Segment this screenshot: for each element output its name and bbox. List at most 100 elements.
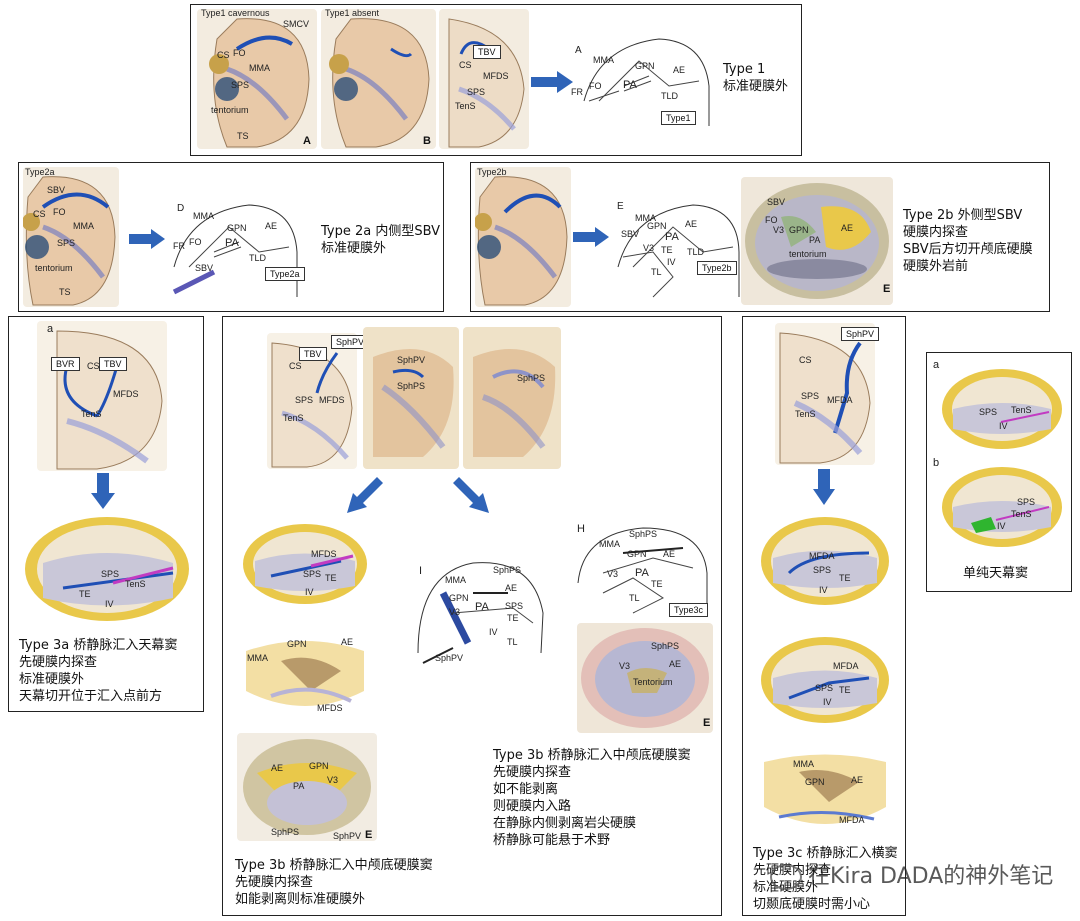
flow-arrow — [573, 227, 609, 247]
pa-label: PA — [665, 231, 679, 243]
cs-label: CS — [459, 60, 472, 70]
iv-label: IV — [997, 521, 1006, 531]
type3a-surgical-view — [23, 513, 191, 623]
flow-arrow — [129, 229, 165, 249]
figure-letter: a — [933, 359, 940, 371]
fig-title: Type2b — [477, 167, 507, 177]
ae-label: AE — [505, 583, 518, 593]
caption-line: Type 2b 外侧型SBV — [903, 208, 1023, 223]
fig-title: Type1 cavernous — [201, 8, 270, 18]
type1-absent-illustration — [321, 9, 436, 149]
ts-label: TS — [237, 131, 249, 141]
surgical-view-illustration — [942, 467, 1062, 547]
tld-label: TLD — [661, 91, 679, 101]
surgical-view-illustration — [246, 641, 364, 706]
gpn-label: GPN — [309, 761, 329, 771]
fo-label: FO — [189, 237, 202, 247]
type-tag: Type2b — [697, 261, 737, 275]
type3b-panel: TBV SphPV CS SPS MFDS TenS SphPV SphPS S… — [222, 316, 722, 916]
sphps-label: SphPS — [493, 565, 522, 575]
figure-letter: a — [47, 323, 54, 335]
simple-caption: 单纯天幕窦 — [963, 566, 1029, 581]
sphps-label: SphPS — [651, 641, 680, 651]
cs-label: CS — [217, 50, 230, 60]
type3b-caption-left: Type 3b 桥静脉汇入中颅底硬膜窦 先硬膜内探查 如能剥离则标准硬膜外 — [235, 857, 433, 908]
surgical-view-illustration — [761, 637, 889, 723]
simple-view-b — [941, 465, 1063, 549]
surgical-view-illustration — [243, 524, 367, 604]
sps-label: SPS — [1017, 497, 1036, 507]
sbv-label: SBV — [47, 185, 66, 195]
iv-label: IV — [305, 587, 314, 597]
figure-letter: E — [883, 283, 891, 295]
mma-label: MMA — [635, 213, 656, 223]
type1-caption: Type 1 标准硬膜外 — [723, 61, 788, 95]
sps-label: SPS — [231, 80, 250, 90]
skull-base-illustration — [439, 9, 529, 149]
figure-letter: A — [303, 135, 311, 147]
caption-line: Type 2a 内侧型SBV — [321, 224, 441, 239]
flow-arrow-down — [91, 473, 115, 509]
tens-label: TenS — [1011, 405, 1032, 415]
surgical-view-illustration — [761, 517, 889, 605]
sphpv-label: SphPV — [397, 355, 426, 365]
type3b-view-2 — [241, 631, 369, 721]
tentorium-label: tentorium — [211, 105, 249, 115]
te-label: TE — [839, 685, 851, 695]
ae-label: AE — [669, 659, 682, 669]
skull-base-illustration — [197, 9, 317, 149]
skull-base-illustration — [463, 327, 561, 469]
fig-title: Type1 absent — [325, 8, 380, 18]
mfds-label: MFDS — [113, 389, 139, 399]
sphpv-label: SphPV — [435, 653, 464, 663]
caption-line: 如能剥离则标准硬膜外 — [235, 892, 366, 907]
type2a-illustration — [23, 167, 119, 307]
pa-label: PA — [623, 79, 637, 91]
surgical-view-illustration — [237, 733, 377, 841]
sps-label: SPS — [57, 238, 76, 248]
tentorium-label: tentorium — [789, 249, 827, 259]
type3a-panel: a BVR CS TBV MFDS TenS SPS TenS TE IV Ty… — [8, 316, 204, 712]
v3-label: V3 — [619, 661, 631, 671]
mma-label: MMA — [445, 575, 466, 585]
caption-line: 则硬膜内入路 — [493, 799, 572, 814]
cs-label: CS — [799, 355, 812, 365]
figure-letter: E — [703, 717, 711, 729]
figure-letter: B — [423, 135, 431, 147]
mma-label: MMA — [793, 759, 814, 769]
figure-letter: E — [365, 829, 373, 841]
type3c-view-3 — [759, 747, 891, 841]
caption-line: 硬膜外岩前 — [903, 259, 969, 274]
fo-label: FO — [233, 48, 246, 58]
watermark: 在Kira DADA的神外笔记 — [770, 858, 1053, 890]
sps-label: SPS — [813, 565, 832, 575]
tbv-label: TBV — [99, 357, 127, 371]
tens-label: TenS — [125, 579, 146, 589]
type3b-caption-right: Type 3b 桥静脉汇入中颅底硬膜窦 先硬膜内探查 如不能剥离 则硬膜内入路 … — [493, 747, 691, 849]
surgical-view-illustration — [741, 177, 893, 305]
type2a-panel: Type2a SBV CS FO MMA SPS tentorium TS D … — [18, 162, 444, 312]
type3c-surgical-photo — [577, 623, 713, 733]
tens-label: TenS — [81, 409, 102, 419]
type3b-view-3 — [237, 733, 377, 841]
type1-tbv-illustration — [439, 9, 529, 149]
wechat-icon — [770, 864, 802, 890]
mfds-label: MFDS — [319, 395, 345, 405]
sphps-label: SphPS — [397, 381, 426, 391]
type3b-view-1 — [241, 521, 369, 607]
tens-label: TenS — [1011, 509, 1032, 519]
bvr-label: BVR — [51, 357, 80, 371]
v3-label: V3 — [449, 607, 461, 617]
type2b-caption: Type 2b 外侧型SBV 硬膜内探查 SBV后方切开颅底硬膜 硬膜外岩前 — [903, 207, 1033, 275]
caption-line: 先硬膜内探查 — [19, 655, 98, 670]
v3-label: V3 — [643, 243, 655, 253]
caption-line: Type 3c 桥静脉汇入横窦 — [753, 846, 898, 861]
mfda-label: MFDA — [839, 815, 865, 825]
caption-line: 标准硬膜外 — [19, 672, 85, 687]
caption-line: 硬膜内探查 — [903, 225, 969, 240]
type3c-illustration — [775, 323, 875, 465]
fo-label: FO — [765, 215, 778, 225]
sbv-label: SBV — [767, 197, 786, 207]
iv-label: IV — [999, 421, 1008, 431]
skull-base-illustration — [23, 167, 119, 307]
